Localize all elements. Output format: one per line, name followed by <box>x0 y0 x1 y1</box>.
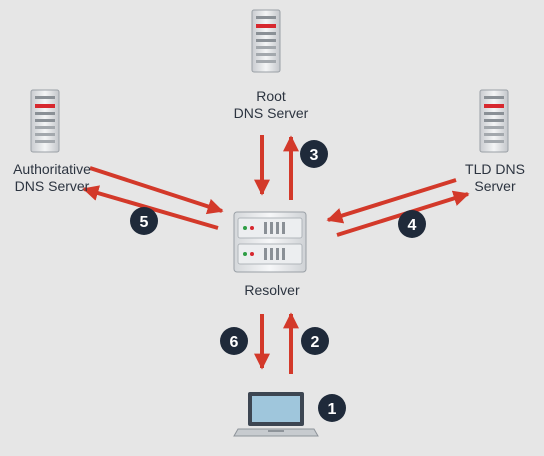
svg-text:2: 2 <box>311 334 320 351</box>
root-label-line1: Root <box>256 88 286 104</box>
resolver-label-text: Resolver <box>244 282 300 298</box>
tld-server-label: TLD DNS Server <box>454 161 536 195</box>
laptop-icon <box>233 392 319 437</box>
step-badge-1: 1 <box>318 394 346 422</box>
authoritative-label-line2: DNS Server <box>14 178 90 194</box>
svg-text:4: 4 <box>408 217 417 234</box>
arrow-authoritative-response <box>82 185 219 230</box>
step-badge-2: 2 <box>301 327 329 355</box>
svg-text:3: 3 <box>310 147 319 164</box>
step-badge-4: 4 <box>398 210 426 238</box>
svg-text:6: 6 <box>230 334 239 351</box>
tld-label-line2: Server <box>474 178 516 194</box>
svg-text:1: 1 <box>328 401 337 418</box>
arrow-tld-response <box>326 178 457 224</box>
step-badge-5: 5 <box>130 207 158 235</box>
root-server-label: Root DNS Server <box>216 88 326 122</box>
tld-server-icon <box>479 89 509 153</box>
step-badge-3: 3 <box>300 140 328 168</box>
resolver-icon <box>233 211 307 273</box>
authoritative-label-line1: Authoritative <box>13 161 91 177</box>
authoritative-server-icon <box>30 89 60 153</box>
resolver-label: Resolver <box>220 282 324 299</box>
authoritative-server-label: Authoritative DNS Server <box>2 161 102 195</box>
root-label-line2: DNS Server <box>233 105 309 121</box>
arrow-query-to-authoritative <box>89 166 224 215</box>
tld-label-line1: TLD DNS <box>465 161 525 177</box>
step-badge-6: 6 <box>220 327 248 355</box>
root-server-icon <box>251 9 281 73</box>
svg-text:5: 5 <box>140 214 149 231</box>
